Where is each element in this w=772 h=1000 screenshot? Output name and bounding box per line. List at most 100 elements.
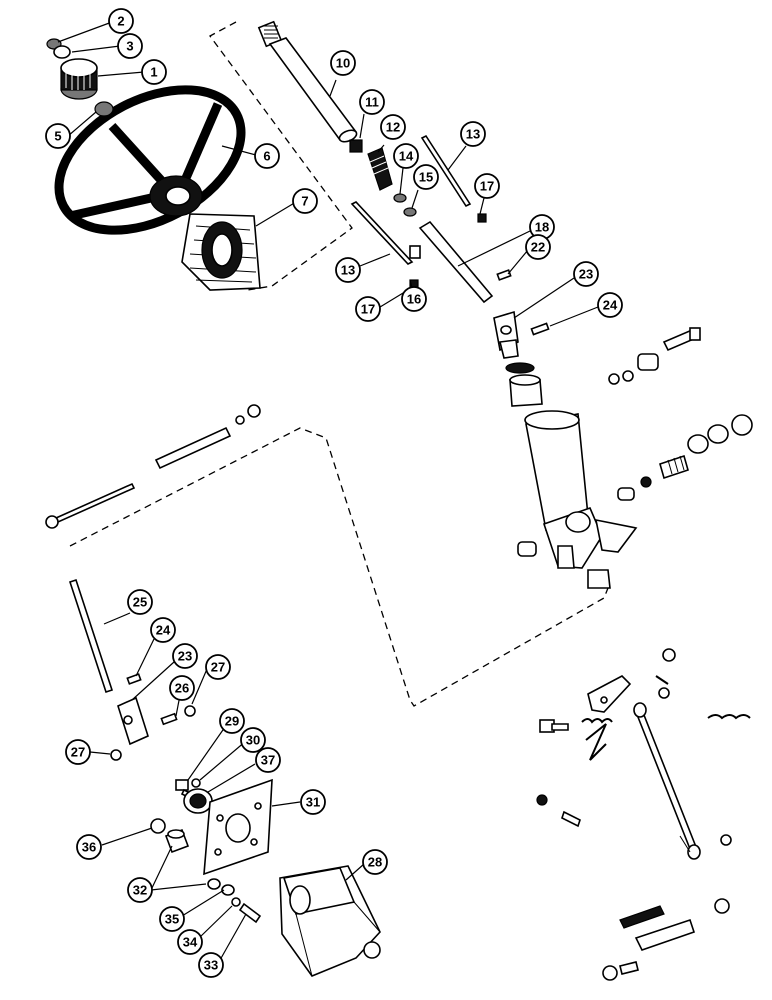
washer-14 [393,193,417,217]
springs [581,714,751,761]
callout-24-upper: 24 [597,292,623,318]
pin-24-lower [126,673,142,685]
callout-35-label: 35 [165,912,179,927]
rod-18 [418,220,494,304]
linkage-rod [633,702,701,860]
callout-1-label: 1 [150,65,157,80]
callout-27-left-label: 27 [71,745,85,760]
adjuster-stud [659,414,753,480]
horn-boot [181,213,261,291]
callout-27-right-label: 27 [211,660,225,675]
pivot-bolt [662,327,701,352]
callout-17-upper: 17 [474,173,500,199]
callout-16: 16 [401,286,427,312]
column-tube [524,410,638,569]
callout-24-lower-label: 24 [156,623,171,638]
washer-30 [191,778,201,788]
shaft-25 [68,578,114,694]
small-bushings-right [617,476,652,501]
assembly-group-lower [69,427,609,707]
callout-23-upper-label: 23 [579,267,593,282]
callout-5: 5 [45,123,71,149]
callout-15-label: 15 [419,170,433,185]
callout-36-label: 36 [82,840,96,855]
callout-6-label: 6 [263,149,270,164]
callout-18-label: 18 [535,220,549,235]
callout-31-label: 31 [306,795,320,810]
shaft-12 [367,147,393,191]
washer-35 [207,878,235,896]
nut-36 [150,818,166,834]
callout-32-label: 32 [133,883,147,898]
callout-13-lower: 13 [335,257,361,283]
bushing-lower [517,541,611,589]
callout-33-label: 33 [204,958,218,973]
pin-22 [496,269,512,281]
seal-37 [183,788,213,814]
callout-26: 26 [169,675,195,701]
callout-1: 1 [141,59,167,85]
callout-16-label: 16 [407,292,421,307]
callout-31: 31 [300,789,326,815]
coupling-32 [164,828,190,854]
callout-3-label: 3 [126,39,133,54]
callout-36: 36 [76,834,102,860]
callout-30-label: 30 [246,733,260,748]
upper-shaft [257,20,358,143]
callout-12: 12 [380,114,406,140]
steering-wheel [54,85,246,235]
callout-32: 32 [127,877,153,903]
callout-25-label: 25 [133,595,147,610]
callout-30: 30 [240,727,266,753]
callout-23-upper: 23 [573,261,599,287]
mount-plate [203,778,273,876]
leader-lines [57,21,599,961]
callout-7-label: 7 [301,194,308,209]
callout-14-label: 14 [399,149,414,164]
bushing-11 [349,139,363,153]
callout-7: 7 [292,188,318,214]
callout-35: 35 [159,906,185,932]
callout-11: 11 [359,89,385,115]
callout-2-label: 2 [117,14,124,29]
callout-2: 2 [108,8,134,34]
callout-37: 37 [255,747,281,773]
cap-nut [46,38,114,117]
bolt-lower-right [536,648,732,853]
callout-22: 22 [525,234,551,260]
callout-28: 28 [362,849,388,875]
assembly-group-upper [209,21,353,291]
wheel-nut [60,58,98,100]
callout-24-upper-label: 24 [603,298,618,313]
callout-29: 29 [219,708,245,734]
callout-27-right: 27 [205,654,231,680]
callout-27-left: 27 [65,739,91,765]
callout-11-label: 11 [365,95,379,110]
callout-14: 14 [393,143,419,169]
callout-29-label: 29 [225,714,239,729]
callout-37-label: 37 [261,753,275,768]
callout-34-label: 34 [183,935,198,950]
callout-5-label: 5 [54,129,61,144]
long-bolt [45,482,136,529]
callout-13-upper-label: 13 [466,127,480,142]
callout-13-upper: 13 [460,121,486,147]
callout-26-label: 26 [175,681,189,696]
pedal-arm [602,898,730,981]
callout-28-label: 28 [368,855,382,870]
callout-3: 3 [117,33,143,59]
callout-34: 34 [177,929,203,955]
hydraulic-pump [279,865,381,977]
bearing-ring [505,362,543,407]
callout-24-lower: 24 [150,617,176,643]
callout-17-lower-label: 17 [361,302,375,317]
callout-17-upper-label: 17 [480,179,494,194]
callout-23-lower-label: 23 [178,649,192,664]
bracket-linkage [587,675,632,713]
callout-23-lower: 23 [172,643,198,669]
pin-26 [160,712,178,726]
u-joint-lower [117,696,149,746]
callout-25: 25 [127,589,153,615]
callout-17-lower: 17 [355,296,381,322]
